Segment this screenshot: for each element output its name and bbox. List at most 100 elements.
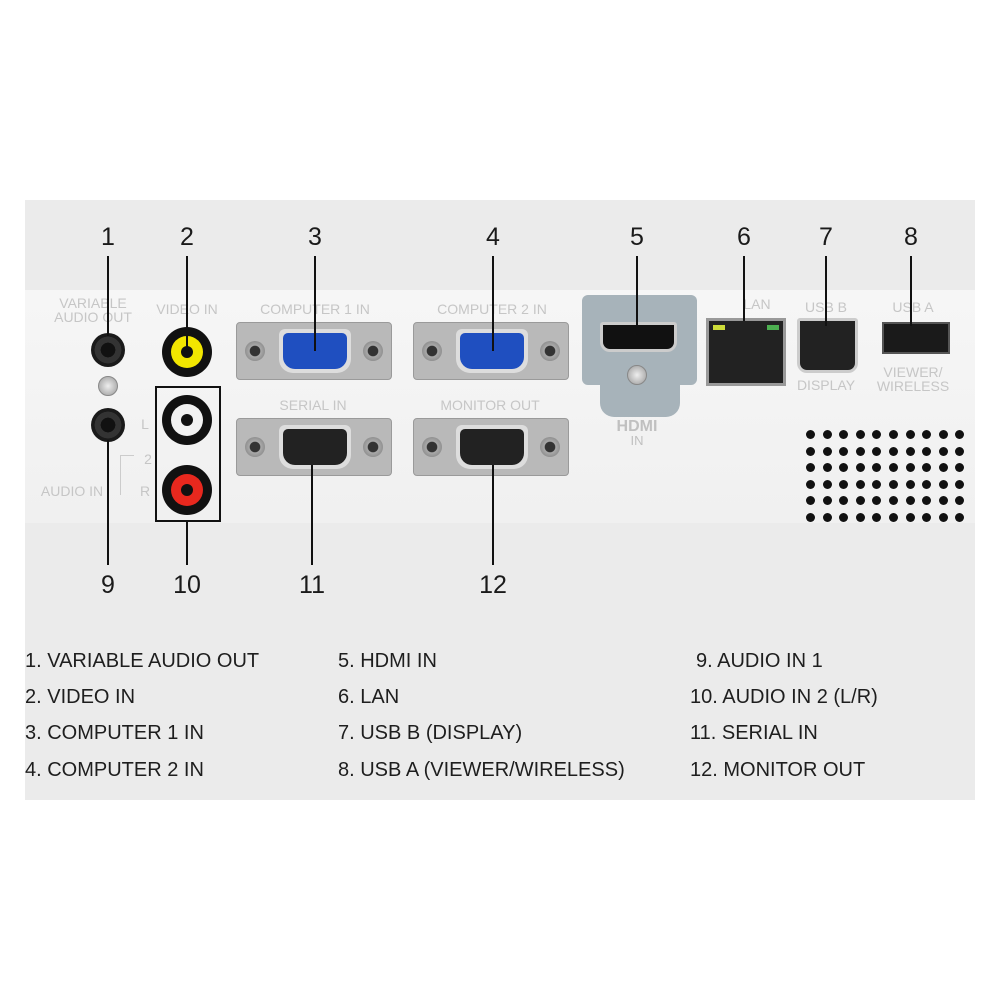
- audio-in-1-jack[interactable]: [91, 408, 125, 442]
- callout-2: 2: [180, 223, 194, 251]
- label-lan: LAN: [743, 296, 771, 312]
- leader-line: [311, 465, 313, 565]
- vent-hole: [822, 513, 832, 522]
- label-2: 2: [144, 451, 152, 467]
- leader-line: [636, 256, 638, 326]
- vent-hole: [955, 446, 965, 456]
- legend-item: 3. COMPUTER 1 IN: [25, 722, 204, 744]
- vent-hole: [822, 479, 832, 489]
- legend-item: 12. MONITOR OUT: [690, 759, 866, 781]
- vent-hole: [922, 430, 932, 439]
- vent-hole: [872, 463, 882, 473]
- vent-hole: [806, 479, 815, 489]
- vent-hole: [872, 496, 882, 506]
- label-usb-a: USB A: [892, 299, 934, 315]
- vent-hole: [938, 446, 948, 456]
- vent-hole: [938, 463, 948, 473]
- callout-12: 12: [479, 571, 507, 599]
- audio-in-2-right-rca[interactable]: [162, 465, 212, 515]
- vent-hole: [855, 463, 865, 473]
- lan-port[interactable]: [706, 318, 786, 386]
- vent-hole: [905, 479, 915, 489]
- vent-hole: [822, 496, 832, 506]
- monitor-out-port[interactable]: [413, 418, 569, 476]
- vent-hole: [855, 430, 865, 439]
- computer2-in-vga-port[interactable]: [413, 322, 569, 380]
- vent-hole: [922, 479, 932, 489]
- vent-hole: [855, 479, 865, 489]
- callout-3: 3: [308, 223, 322, 251]
- vent-hole: [822, 430, 832, 439]
- vent-hole: [855, 446, 865, 456]
- vent-hole: [922, 513, 932, 522]
- audio-in-2-left-rca[interactable]: [162, 395, 212, 445]
- callout-1: 1: [101, 223, 115, 251]
- callout-8: 8: [904, 223, 918, 251]
- legend-item: 1. VARIABLE AUDIO OUT: [25, 650, 260, 672]
- leader-line: [492, 256, 494, 351]
- vent-hole: [938, 496, 948, 506]
- vent-hole: [839, 446, 849, 456]
- legend-item: 8. USB A (VIEWER/WIRELESS): [338, 759, 625, 781]
- vent-hole: [806, 496, 815, 506]
- label-l: L: [141, 416, 149, 432]
- vent-hole: [955, 496, 965, 506]
- vent-hole: [905, 463, 915, 473]
- vent-hole: [822, 446, 832, 456]
- vent-hole: [938, 513, 948, 522]
- label-monitor-out: MONITOR OUT: [440, 397, 540, 413]
- callout-11: 11: [299, 571, 325, 599]
- vent-hole: [855, 513, 865, 522]
- label-serial-in: SERIAL IN: [279, 397, 347, 413]
- vent-hole: [955, 463, 965, 473]
- legend-item: 9. AUDIO IN 1: [696, 650, 823, 672]
- vent-hole: [905, 496, 915, 506]
- leader-line: [186, 256, 188, 351]
- vent-hole: [839, 496, 849, 506]
- vent-hole: [806, 446, 815, 456]
- usb-a-port[interactable]: [882, 322, 950, 354]
- vent-hole: [889, 446, 898, 456]
- leader-line: [743, 256, 745, 321]
- callout-6: 6: [737, 223, 751, 251]
- vent-hole: [955, 430, 965, 439]
- legend-item: 10. AUDIO IN 2 (L/R): [690, 686, 878, 708]
- callout-5: 5: [630, 223, 644, 251]
- vent-hole: [806, 463, 815, 473]
- vent-hole: [905, 446, 915, 456]
- vent-hole: [889, 430, 898, 439]
- vent-hole: [889, 513, 898, 522]
- label-r: R: [139, 483, 151, 499]
- vent-hole: [889, 496, 898, 506]
- legend-item: 2. VIDEO IN: [25, 686, 136, 708]
- vent-hole: [872, 430, 882, 439]
- vent-hole: [855, 496, 865, 506]
- vent-hole: [922, 463, 932, 473]
- vent-hole: [839, 479, 849, 489]
- vent-hole: [889, 479, 898, 489]
- led-icon: [713, 325, 725, 330]
- vent-hole: [806, 513, 815, 522]
- vent-hole: [905, 430, 915, 439]
- legend-item: 6. LAN: [338, 686, 400, 708]
- vent-hole: [922, 496, 932, 506]
- hdmi-in-port[interactable]: [600, 322, 677, 352]
- vent-hole: [889, 463, 898, 473]
- vent-hole: [955, 479, 965, 489]
- serial-in-port[interactable]: [236, 418, 392, 476]
- screw-icon: [98, 376, 118, 396]
- callout-10: 10: [173, 571, 201, 599]
- vent-hole: [839, 463, 849, 473]
- leader-line: [825, 256, 827, 326]
- variable-audio-out-jack[interactable]: [91, 333, 125, 367]
- screw-icon: [627, 365, 647, 385]
- usb-b-port[interactable]: [797, 318, 858, 373]
- vent-hole: [872, 513, 882, 522]
- vent-hole: [938, 430, 948, 439]
- leader-line: [492, 465, 494, 565]
- label-viewer-wireless: VIEWER/WIRELESS: [876, 364, 950, 394]
- label-display: DISPLAY: [796, 377, 856, 393]
- leader-line: [107, 256, 109, 336]
